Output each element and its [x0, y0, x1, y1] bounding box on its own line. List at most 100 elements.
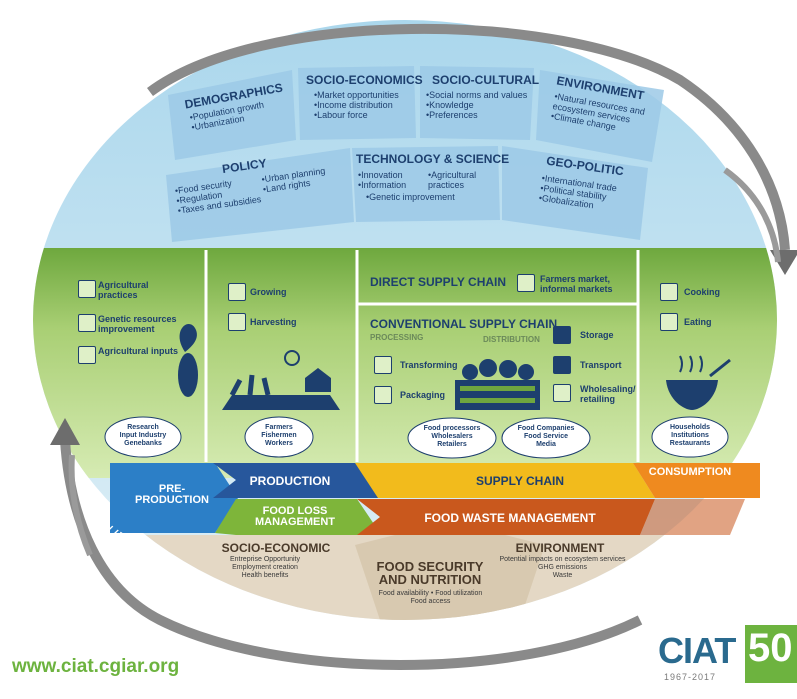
- processing-item: Packaging: [400, 390, 446, 400]
- supply-actors-left-oval: [407, 417, 497, 459]
- agricultural-inputs-icon: [78, 346, 96, 364]
- distribution-item: Wholesaling/ retailing: [580, 384, 636, 404]
- technology-box: [352, 146, 500, 222]
- outcomes-arrow-head: [50, 418, 80, 445]
- pre-production-item: Agricultural inputs: [98, 346, 179, 356]
- actor-label: Wholesalers: [431, 433, 473, 440]
- processing-label: PROCESSING: [370, 333, 424, 342]
- cooking-pot-icon: [660, 283, 678, 301]
- production-actors-oval: [244, 416, 314, 458]
- pre-production-band: [110, 463, 238, 533]
- production-band: [213, 463, 380, 498]
- illustrations: [178, 323, 731, 410]
- environment-outcome-title: ENVIRONMENT: [515, 541, 605, 555]
- crop-field-icon: [222, 350, 340, 410]
- genetic-resources-icon: [78, 314, 96, 332]
- drivers-arc: [147, 23, 790, 251]
- website-link[interactable]: www.ciat.cgiar.org: [12, 656, 180, 677]
- stage-bands: [110, 463, 760, 535]
- actor-label: Research: [127, 424, 159, 431]
- technology-item: Genetic improvement: [366, 192, 455, 202]
- food-security-outcome-item: Food utilization: [435, 590, 483, 597]
- actor-label: Genebanks: [124, 440, 162, 447]
- socio-economic-outcome-item: Health benefits: [241, 572, 289, 579]
- technology-list-left: Innovation Information: [358, 170, 406, 190]
- technology-list-bottom: Genetic improvement: [366, 192, 455, 202]
- technology-item: Information: [358, 180, 406, 190]
- direct-supply-chain-item: Farmers market, informal markets: [540, 274, 613, 294]
- actor-label: Food Service: [524, 433, 568, 440]
- pre-production-band-label: PRE- PRODUCTION: [135, 483, 209, 506]
- socio-economics-list: Market opportunities Income distribution…: [314, 90, 399, 120]
- growing-icon: [228, 283, 246, 301]
- distribution-item: Storage: [580, 330, 614, 340]
- supply-actors-right: Food Companies Food Service Media: [506, 425, 586, 449]
- actor-label: Fishermen: [261, 432, 297, 439]
- processing-item: Transforming: [400, 360, 458, 370]
- production-item: Growing: [250, 287, 287, 297]
- actor-label: Workers: [265, 440, 293, 447]
- supply-chain-band-label: SUPPLY CHAIN: [475, 474, 565, 488]
- socio-economics-item: Labour force: [314, 110, 399, 120]
- consumption-item: Cooking: [684, 287, 720, 297]
- storage-icon: [553, 326, 571, 344]
- socio-economics-title: SOCIO-ECONOMICS: [306, 73, 423, 87]
- conventional-supply-chain-title: CONVENTIONAL SUPPLY CHAIN: [370, 317, 558, 331]
- agricultural-practices-icon: [78, 280, 96, 298]
- direct-supply-chain-title: DIRECT SUPPLY CHAIN: [370, 275, 507, 289]
- shopping-cart-icon: [553, 384, 571, 402]
- food-waste-band-label: FOOD WASTE MANAGEMENT: [424, 511, 596, 525]
- environment-outcome-item: Potential impacts on ecosystem services: [499, 556, 626, 563]
- socio-cultural-title: SOCIO-CULTURAL: [432, 73, 540, 87]
- production-band-label: PRODUCTION: [249, 474, 331, 488]
- consumption-actors: Households Institutions Restaurants: [655, 424, 725, 448]
- technology-item: Innovation: [358, 170, 406, 180]
- actor-label: Restaurants: [669, 440, 711, 447]
- actor-label: Farmers: [265, 424, 293, 431]
- food-loss-band-label: FOOD LOSS MANAGEMENT: [254, 505, 336, 528]
- market-stall-icon: [517, 274, 535, 292]
- actor-label: Food processors: [423, 425, 481, 432]
- supply-actors-right-oval: [501, 417, 591, 459]
- production-item: Harvesting: [250, 317, 297, 327]
- supply-chain-band: [355, 463, 655, 498]
- production-actors: Farmers Fishermen Workers: [246, 424, 312, 448]
- food-security-outcome-item: Food availability: [378, 590, 429, 597]
- distribution-label: DISTRIBUTION: [483, 335, 540, 344]
- actor-label: Households: [669, 424, 711, 431]
- environment-outcome-item: GHG emissions: [537, 564, 587, 571]
- consumption-band: [633, 463, 760, 498]
- socio-economic-outcome-list: Entreprise Opportunity Employment creati…: [200, 556, 330, 580]
- pre-production-item: Genetic resources improvement: [98, 314, 177, 334]
- pre-production-item: Agricultural practices: [98, 280, 149, 300]
- socio-economics-item: Market opportunities: [314, 90, 399, 100]
- socio-economic-outcome-title: SOCIO-ECONOMIC: [221, 541, 331, 555]
- produce-crate-icon: [455, 359, 540, 410]
- bowl-icon: [666, 355, 731, 410]
- transport-icon: [553, 356, 571, 374]
- actor-label: Retailers: [437, 441, 467, 448]
- pre-production-actors-oval: [104, 416, 182, 458]
- actor-label: Food Companies: [517, 425, 575, 432]
- technology-list-right: Agricultural practices: [428, 170, 488, 190]
- consumption-item: Eating: [684, 317, 712, 327]
- harvesting-icon: [228, 313, 246, 331]
- food-loss-band: [215, 499, 380, 535]
- consumption-band-label: CONSUMPTION: [648, 466, 732, 478]
- actor-ovals: [104, 416, 729, 459]
- actor-label: Institutions: [671, 432, 709, 439]
- supply-actors-left: Food processors Wholesalers Retailers: [412, 425, 492, 449]
- ciat-logo: [745, 625, 797, 683]
- actor-label: Input Industry: [119, 432, 167, 439]
- consumption-actors-oval: [651, 416, 729, 458]
- food-security-outcome-list: Food availability • Food utilization Foo…: [378, 590, 483, 605]
- socio-economic-outcome-item: Employment creation: [232, 564, 298, 571]
- socio-cultural-item: Preferences: [426, 110, 527, 120]
- logo-number: 50: [748, 626, 793, 670]
- food-waste-band: [357, 499, 655, 535]
- transforming-icon: [374, 356, 392, 374]
- food-security-outcome-item: Food access: [410, 598, 451, 605]
- cycle-arrows: [50, 23, 797, 670]
- actor-label: Media: [536, 441, 556, 448]
- technology-title: TECHNOLOGY & SCIENCE: [356, 152, 510, 166]
